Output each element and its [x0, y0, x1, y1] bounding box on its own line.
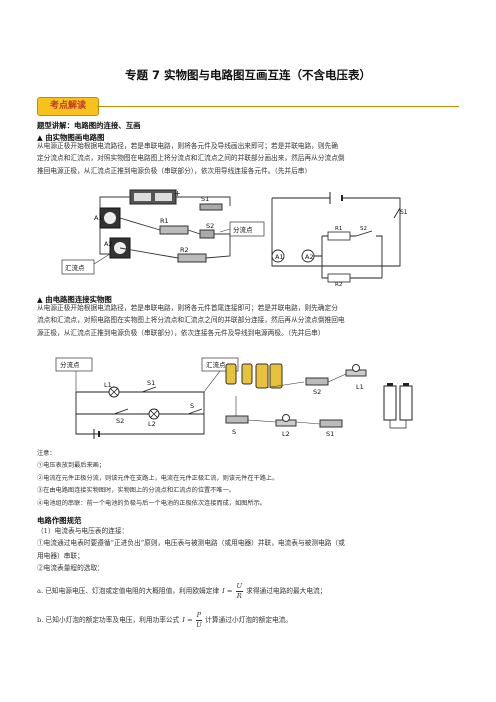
label-r2: R2 [180, 246, 189, 254]
resistor-r1 [159, 225, 189, 235]
norms-line: 计算通过小灯泡的额定电流。 [205, 616, 293, 625]
label-r1: R1 [160, 217, 169, 225]
label-s2: S2 [206, 222, 214, 230]
notes-heading: 注意： [37, 450, 56, 457]
label-a1: A1 [94, 214, 103, 222]
cell-outline [383, 385, 397, 421]
paragraph-1-line: 推回电源正极，从汇流点正推到电源负极（串联部分），依次用导线连接各元件。（先并后… [37, 166, 312, 175]
schematic-label-r1: R1 [335, 226, 342, 232]
switch-s2-symbol [355, 230, 373, 237]
norms-line: ②电流表量程的选取： [37, 564, 104, 573]
topic-tag: 考点解读 [37, 97, 99, 116]
battery-cell [269, 363, 283, 389]
ohms-law-formula: I = U R [222, 582, 244, 601]
cell-outline [399, 385, 413, 421]
battery-cell [241, 363, 253, 385]
svg-text:+: + [174, 189, 181, 198]
schematic-label-l1: L1 [104, 381, 112, 389]
page-title: 专题 7 实物图与电路图互画互连（不含电压表） [124, 68, 371, 82]
norms-body: （1）电流表与电压表的连接： ①电流通过电表时要遵循“正进负出”原则，电压表与被… [37, 525, 459, 575]
junction-point-box [61, 259, 95, 275]
real-label-l1: L1 [356, 383, 364, 391]
real-components: S2 L1 S L2 S1 [225, 363, 413, 438]
switch-s1 [319, 419, 343, 428]
ammeter-a1-symbol [271, 249, 285, 263]
schematic-label-s1: S1 [147, 379, 155, 387]
switch-s2 [199, 229, 215, 239]
section-heading: 题型讲解：电路图的连接、互画 [37, 121, 141, 130]
power-formula: I = P U [182, 611, 203, 630]
label-a2: A2 [104, 240, 113, 248]
note-item: ④电池组的串联：前一个电池的负极与后一个电池的正极依次连接而成，如图所示。 [37, 499, 266, 507]
switch-s2-symbol [113, 408, 129, 415]
formula-numerator: U [235, 582, 244, 592]
note-item: ③在由电路图连接实物图时，实物图上的分流点和汇流点的位置不唯一。 [37, 487, 235, 495]
schematic-1: S1 A1 A2 R1 S2 R2 [271, 192, 408, 288]
schematic-label-r2: R2 [335, 282, 342, 288]
battery-cell [225, 363, 237, 385]
label-s1: S1 [201, 195, 209, 203]
formula-line-a: a. 已知电源电压、灯泡或定值电阻的大概阻值，利用欧姆定律 I = U R 求得… [37, 582, 467, 601]
real-label-l2: L2 [282, 430, 290, 438]
note-item: ①电压表放到最后来画； [37, 462, 106, 470]
norms-line: a. 已知电源电压、灯泡或定值电阻的大概阻值，利用欧姆定律 [37, 587, 220, 596]
norms-line: 求得通过电路的最大电流； [246, 587, 327, 596]
figure-2: 分流点 汇流点 L1 S1 S2 L2 S S2 L1 S L2 S1 [55, 357, 413, 439]
switch-s1 [199, 203, 223, 211]
schematic-label-a2: A2 [305, 253, 314, 261]
paragraph-2-line: 从电源正极开始根据电流路径，若是串联电路，则将各元件首尾连接即可；若是并联电路，… [37, 304, 338, 312]
schematic-label-l2: L2 [148, 420, 156, 428]
switch-s [225, 415, 249, 424]
schematic-label-s2: S2 [116, 417, 124, 425]
resistor-r2 [177, 253, 207, 263]
norms-line: 用电器）串联； [37, 551, 84, 560]
schematic-label-s1: S1 [400, 209, 408, 216]
notes-section: 注意： ①电压表放到最后来画； ②电流在元件正极分流，则该元件在支路上，电流在元… [37, 448, 459, 510]
paragraph-1-line: 定分流点和汇流点，对照实物图在电路图上将分流点和汇流点之间的并联部分画出来，然后… [37, 154, 345, 163]
paragraph-2-line: 源正极，从汇流点正推到电源负极（串联部分），依次连接各元件及导线到电源两极。（先… [37, 328, 325, 337]
switch-s-symbol [187, 408, 203, 415]
note-item: ②电流在元件正极分流，则该元件在支路上，电流在元件正极汇流，则该元件在干路上。 [37, 474, 279, 482]
formula-numerator: P [195, 611, 203, 621]
paragraph-2: 从电源正极开始根据电流路径，若是串联电路，则将各元件首尾连接即可；若是并联电路，… [37, 302, 459, 339]
schematic-label-a1: A1 [275, 253, 284, 261]
label-branch-point: 分流点 [60, 360, 80, 369]
norms-line: b. 已知小灯泡的额定功率及电压，利用功率公式 [37, 616, 180, 625]
real-label-s2: S2 [313, 388, 321, 396]
switch-s1-symbol [141, 386, 157, 393]
subheading-real-to-diagram: ▲ 由实物图画电路图 [37, 133, 105, 142]
schematic-label-s2: S2 [360, 226, 367, 232]
label-junction-point: 汇流点 [206, 360, 226, 369]
label-junction-point: 汇流点 [65, 263, 85, 272]
tag-divider [97, 106, 459, 107]
formula-lhs: I = [182, 616, 193, 625]
switch-s1-symbol [393, 207, 401, 219]
norms-heading: 电路作图规范 [37, 516, 82, 525]
real-label-s: S [232, 428, 236, 436]
formula-lhs: I = [222, 587, 233, 596]
figure-1: + S1 A1 R1 A2 R2 S2 分流点 汇流点 S1 A1 A2 R1 … [61, 189, 408, 288]
resistor-r2-symbol [327, 273, 351, 283]
schematic-label-s: S [190, 402, 194, 410]
switch-s2 [305, 377, 329, 386]
formula-denominator: U [196, 621, 202, 629]
real-label-s1: S1 [326, 430, 334, 438]
paragraph-2-line: 流点和汇流点，对照电路图在实物图上将分流点和汇流点之间的并联部分连接，然后再从分… [37, 316, 345, 325]
formula-line-b: b. 已知小灯泡的额定功率及电压，利用功率公式 I = P U 计算通过小灯泡的… [37, 611, 467, 630]
resistor-r1-symbol [327, 231, 351, 241]
paragraph-1: 从电源正极开始根据电流路径，若是串联电路，则将各元件及导线画出来即可；若是并联电… [37, 140, 459, 177]
subheading-diagram-to-real: ▲ 由电路图连接实物图 [37, 295, 112, 304]
battery-cell [255, 363, 269, 389]
branch-point-box [55, 357, 93, 372]
paragraph-1-line: 从电源正极开始根据电流路径，若是串联电路，则将各元件及导线画出来即可；若是并联电… [37, 142, 338, 150]
label-branch-point: 分流点 [233, 225, 253, 234]
formula-denominator: R [236, 592, 242, 600]
norms-line: ①电流通过电表时要遵循“正进负出”原则，电压表与被测电路（或用电器）并联，电流表… [37, 539, 345, 548]
norms-line: （1）电流表与电压表的连接： [37, 527, 129, 535]
